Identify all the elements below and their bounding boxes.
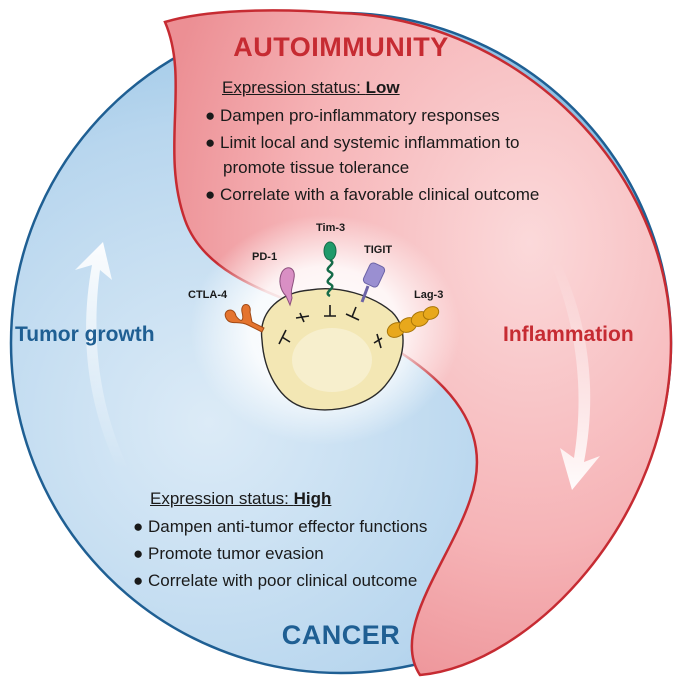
- autoimmunity-bullet: ● Dampen pro-inflammatory responses: [205, 106, 500, 125]
- autoimmunity-bullet: ● Correlate with a favorable clinical ou…: [205, 185, 540, 204]
- tim3-label: Tim-3: [316, 222, 346, 234]
- pd1-receptor-icon: [279, 267, 295, 307]
- pd1-label: PD-1: [252, 251, 278, 263]
- lag3-receptor-icon: [386, 306, 440, 338]
- cancer-bullet: ● Promote tumor evasion: [133, 544, 324, 563]
- autoimmunity-title: AUTOIMMUNITY: [233, 32, 449, 62]
- ctla4-label: CTLA-4: [188, 289, 228, 301]
- tumor-growth-arrow-icon: [75, 242, 128, 470]
- tumor-growth-label: Tumor growth: [15, 323, 155, 346]
- nucleus: [292, 328, 372, 392]
- cancer-bullet: ● Dampen anti-tumor effector functions: [133, 517, 428, 536]
- autoimmunity-bullet: ● Limit local and systemic inflammation …: [205, 133, 520, 152]
- tim3-receptor-icon: [323, 241, 337, 298]
- inflammation-arrow-icon: [552, 262, 600, 490]
- cancer-expression-status: Expression status: High: [150, 489, 332, 508]
- cancer-title: CANCER: [281, 620, 401, 650]
- tigit-label: TIGIT: [364, 244, 393, 256]
- autoimmunity-bullet-continued: promote tissue tolerance: [223, 158, 410, 177]
- ctla4-receptor-icon: [224, 304, 265, 333]
- cancer-bullet: ● Correlate with poor clinical outcome: [133, 571, 418, 590]
- inhibition-marks: [278, 305, 383, 349]
- tigit-receptor-icon: [360, 262, 386, 303]
- autoimmunity-expression-status: Expression status: Low: [222, 78, 400, 97]
- inflammation-label: Inflammation: [503, 323, 634, 346]
- lag3-label: Lag-3: [414, 289, 444, 301]
